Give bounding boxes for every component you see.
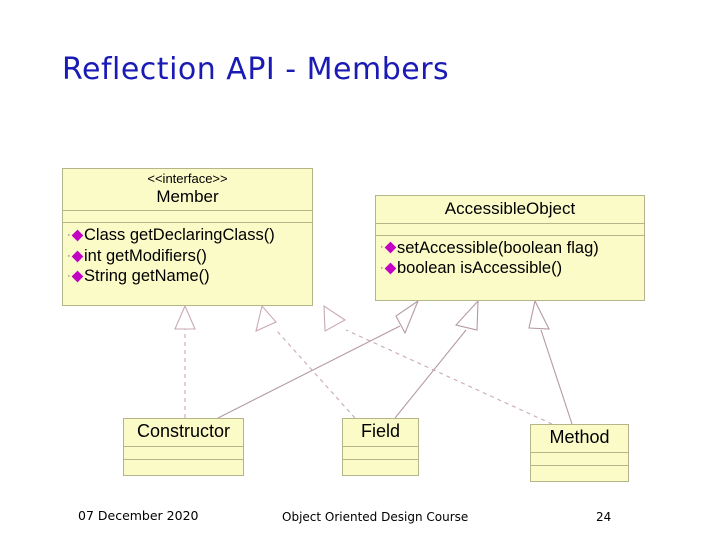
compartment-divider: [531, 451, 628, 453]
compartment-divider: [376, 222, 644, 224]
uml-method-label: boolean isAccessible(): [397, 259, 563, 277]
uml-attributes-compartment: [63, 211, 312, 222]
edge-method-implements-member: [323, 304, 553, 425]
compartment-divider: [343, 458, 418, 460]
compartment-divider: [63, 222, 312, 224]
edge-constructor-extends-accessibleobject: [217, 299, 420, 419]
uml-methods-compartment: · setAccessible(boolean flag) · boolean …: [376, 236, 644, 281]
edge-method-extends-accessibleobject: [528, 299, 573, 425]
uml-method-label: String getName(): [84, 267, 210, 286]
uml-method-label: int getModifiers(): [84, 246, 207, 265]
uml-methods-compartment: [531, 466, 628, 478]
uml-attributes-compartment: [343, 447, 418, 459]
uml-class-name: Field: [360, 421, 400, 441]
footer-course-name: Object Oriented Design Course: [282, 510, 469, 524]
compartment-divider: [531, 464, 628, 466]
uml-method-row[interactable]: · Class getDeclaringClass(): [66, 225, 309, 245]
public-visibility-diamond-icon: [71, 250, 84, 263]
uml-class-method[interactable]: Method: [530, 424, 629, 482]
uml-method-label: setAccessible(boolean flag): [397, 238, 599, 257]
bullet-dot-icon: ·: [67, 229, 71, 242]
compartment-divider: [124, 445, 243, 447]
public-visibility-diamond-icon: [384, 262, 397, 275]
uml-class-name: Method: [549, 427, 610, 447]
bullet-dot-icon: ·: [67, 270, 71, 283]
uml-methods-compartment: [124, 460, 243, 472]
uml-class-field[interactable]: Field: [342, 418, 419, 476]
page-title: Reflection API - Members: [62, 52, 450, 87]
uml-methods-compartment: [343, 460, 418, 472]
uml-class-accessibleobject[interactable]: AccessibleObject · setAccessible(boolean…: [375, 195, 645, 301]
uml-class-name: Member: [156, 186, 219, 206]
uml-methods-compartment: · Class getDeclaringClass() · int getMod…: [63, 223, 312, 288]
uml-attributes-compartment: [124, 447, 243, 459]
compartment-divider: [63, 210, 312, 212]
public-visibility-diamond-icon: [71, 229, 84, 242]
uml-class-header: <<interface>> Member: [63, 169, 312, 210]
compartment-divider: [124, 458, 243, 460]
public-visibility-diamond-icon: [384, 241, 397, 254]
edge-field-extends-accessibleobject: [394, 299, 479, 419]
edge-field-implements-member: [255, 304, 356, 419]
footer-date: 07 December 2020: [78, 508, 199, 523]
uml-class-name: Constructor: [136, 421, 231, 441]
uml-class-constructor[interactable]: Constructor: [123, 418, 244, 476]
bullet-dot-icon: ·: [380, 241, 384, 254]
edge-constructor-implements-member: [174, 304, 196, 418]
uml-class-member[interactable]: <<interface>> Member · Class getDeclarin…: [62, 168, 313, 306]
public-visibility-diamond-icon: [71, 270, 84, 283]
uml-stereotype: <<interface>>: [147, 171, 228, 186]
bullet-dot-icon: ·: [380, 261, 384, 274]
uml-class-name: AccessibleObject: [444, 199, 576, 218]
compartment-divider: [343, 445, 418, 447]
compartment-divider: [376, 234, 644, 236]
uml-attributes-compartment: [376, 224, 644, 235]
uml-method-row[interactable]: · String getName(): [66, 266, 309, 286]
footer-page-number: 24: [596, 510, 612, 524]
bullet-dot-icon: ·: [67, 249, 71, 262]
uml-method-label: Class getDeclaringClass(): [84, 226, 275, 245]
uml-attributes-compartment: [531, 453, 628, 465]
uml-method-row[interactable]: · setAccessible(boolean flag): [379, 238, 641, 258]
slide-footer: 07 December 2020 Object Oriented Design …: [0, 505, 720, 529]
uml-method-row[interactable]: · boolean isAccessible(): [379, 258, 641, 278]
uml-class-header: AccessibleObject: [376, 196, 644, 223]
uml-method-row[interactable]: · int getModifiers(): [66, 246, 309, 266]
